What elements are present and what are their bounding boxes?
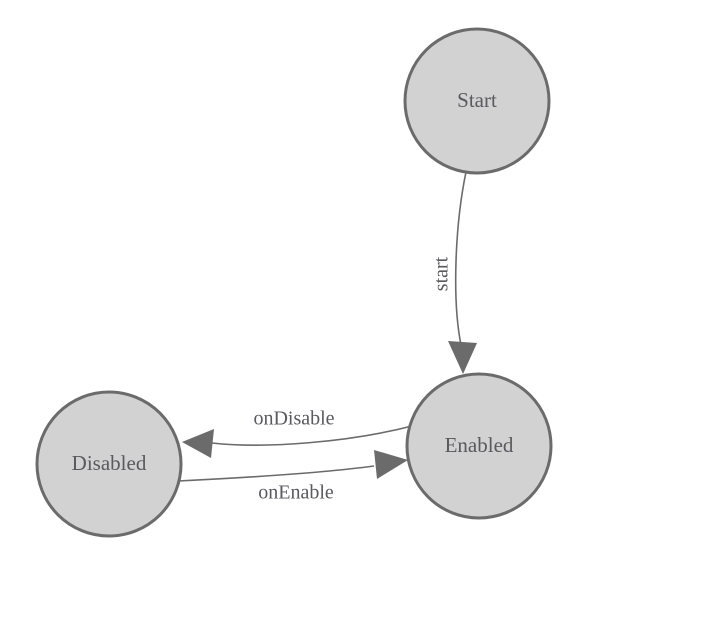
edge-label-onenable: onEnable — [258, 482, 334, 504]
arrowhead-disabled-to-enabled — [374, 450, 408, 479]
node-start-circle — [403, 27, 551, 175]
node-start-label: Start — [457, 88, 497, 112]
edge-disabled-to-enabled[interactable]: onEnable — [177, 450, 408, 504]
node-disabled-label: Disabled — [72, 451, 147, 475]
edge-label-start: start — [431, 256, 453, 291]
node-enabled[interactable]: Enabled — [405, 372, 553, 520]
node-disabled-circle — [35, 390, 183, 538]
node-start[interactable]: Start — [403, 27, 551, 175]
edge-line-start-to-enabled — [454, 171, 467, 346]
node-enabled-label: Enabled — [445, 433, 514, 457]
edge-enabled-to-disabled[interactable]: onDisable — [182, 408, 413, 458]
edge-line-enabled-to-disabled — [211, 425, 413, 446]
arrowhead-enabled-to-disabled — [182, 429, 214, 458]
node-enabled-circle — [405, 372, 553, 520]
arrowhead-start-to-enabled — [448, 341, 477, 374]
node-disabled[interactable]: Disabled — [35, 390, 183, 538]
edge-line-disabled-to-enabled — [177, 465, 375, 482]
edge-start-to-enabled[interactable]: start — [431, 171, 477, 374]
edge-label-ondisable: onDisable — [253, 408, 334, 430]
